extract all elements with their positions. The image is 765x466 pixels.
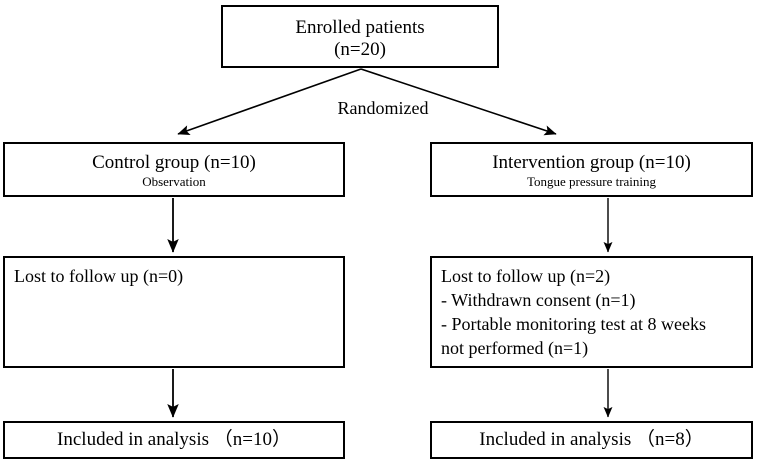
intervention-group-subtitle: Tongue pressure training xyxy=(526,174,657,189)
lost-intervention-line-1: Lost to follow up (n=2) xyxy=(441,266,611,286)
node-lost-to-follow-up-control: Lost to follow up (n=0) xyxy=(3,256,345,368)
lost-control-line-1: Lost to follow up (n=0) xyxy=(14,266,184,286)
node-intervention-group: Intervention group (n=10) Tongue pressur… xyxy=(430,142,753,197)
node-included-in-analysis-intervention: Included in analysis （n=8） xyxy=(430,421,753,459)
control-group-title: Control group (n=10) xyxy=(92,152,256,173)
enrolled-title: Enrolled patients xyxy=(295,16,425,38)
intervention-group-title: Intervention group (n=10) xyxy=(492,152,691,173)
lost-intervention-line-2: - Withdrawn consent (n=1) xyxy=(441,290,636,310)
lost-intervention-line-3: - Portable monitoring test at 8 weeks xyxy=(441,314,706,334)
included-intervention-text: Included in analysis （n=8） xyxy=(479,429,704,450)
enrolled-count: (n=20) xyxy=(334,38,386,60)
node-control-group: Control group (n=10) Observation xyxy=(3,142,345,197)
randomized-label: Randomized xyxy=(337,98,429,118)
node-enrolled-patients: Enrolled patients (n=20) xyxy=(221,5,499,68)
included-control-text: Included in analysis （n=10） xyxy=(57,429,291,450)
control-group-subtitle: Observation xyxy=(142,174,206,189)
node-lost-to-follow-up-intervention: Lost to follow up (n=2) - Withdrawn cons… xyxy=(430,256,753,368)
node-included-in-analysis-control: Included in analysis （n=10） xyxy=(3,421,345,459)
lost-intervention-line-4: not performed (n=1) xyxy=(441,338,589,358)
